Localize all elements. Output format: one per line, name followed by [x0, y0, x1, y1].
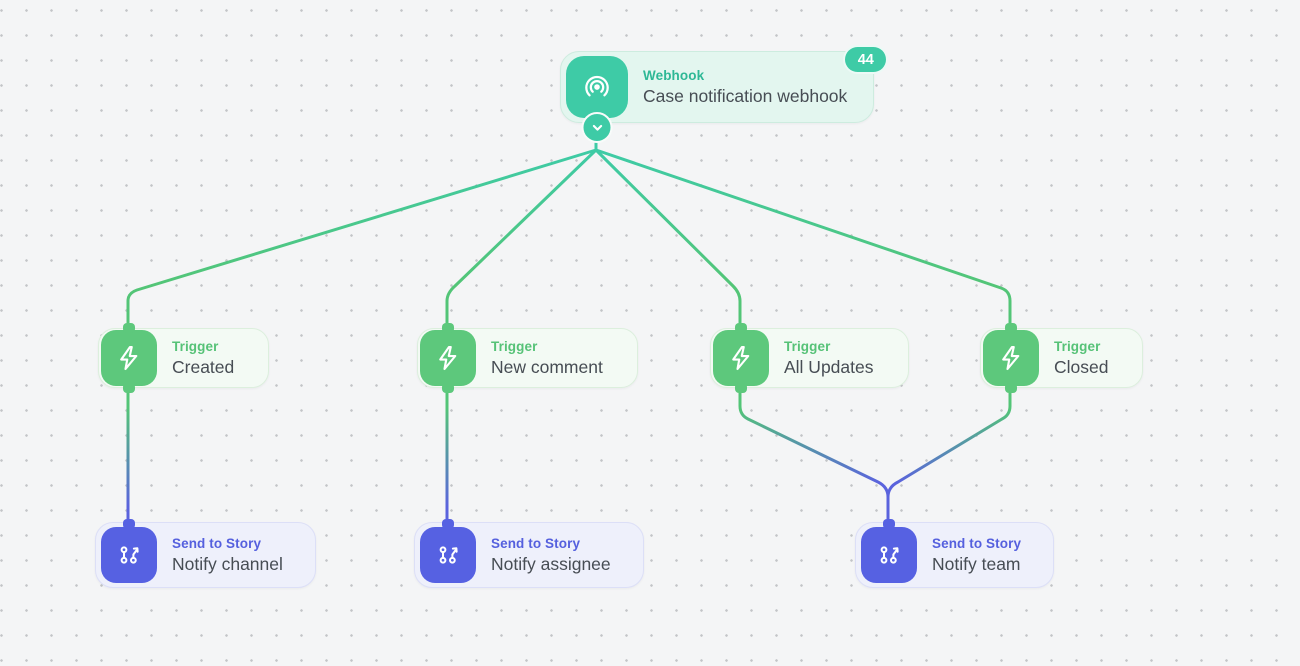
node-title: New comment	[491, 356, 603, 377]
story-branch-icon	[101, 519, 157, 583]
chevron-down-icon[interactable]	[581, 112, 613, 143]
connector-webhook-to-closed	[594, 148, 1012, 336]
story-node-notify-channel[interactable]: Send to Story Notify channel	[95, 519, 316, 588]
story-branch-icon	[420, 519, 476, 583]
node-type-label: Webhook	[643, 67, 705, 83]
node-type-label: Trigger	[172, 338, 219, 354]
connector-nub	[735, 383, 747, 393]
node-type-label: Trigger	[491, 338, 538, 354]
node-title: All Updates	[784, 356, 874, 377]
connector-webhook-to-new-comment	[445, 148, 598, 336]
broadcast-icon	[566, 56, 628, 143]
node-type-label: Send to Story	[172, 535, 262, 551]
story-branch-icon	[861, 519, 917, 583]
connector-nub	[735, 323, 747, 333]
lightning-icon	[713, 323, 769, 393]
connector-closed-to-notify-team	[886, 384, 1012, 532]
lightning-icon	[101, 323, 157, 393]
trigger-node-new-comment[interactable]: Trigger New comment	[417, 323, 638, 393]
node-title: Created	[172, 356, 235, 377]
connector-nub	[883, 519, 895, 529]
node-title: Notify assignee	[491, 553, 611, 574]
node-type-label: Trigger	[1054, 338, 1101, 354]
lightning-icon	[983, 323, 1039, 393]
connector-webhook-to-created	[126, 148, 598, 336]
connector-nub	[442, 383, 454, 393]
node-title: Closed	[1054, 356, 1109, 377]
node-type-label: Trigger	[784, 338, 831, 354]
connector-webhook-to-all-updates	[594, 148, 742, 336]
connector-all-updates-to-notify-team	[738, 384, 890, 532]
connector-nub	[123, 323, 135, 333]
event-count-badge[interactable]: 44	[843, 45, 889, 74]
trigger-node-closed[interactable]: Trigger Closed	[980, 323, 1144, 393]
connector-nub	[123, 383, 135, 393]
connector-nub	[123, 519, 135, 529]
node-type-label: Send to Story	[491, 535, 581, 551]
node-title: Case notification webhook	[643, 85, 848, 106]
story-node-notify-team[interactable]: Send to Story Notify team	[855, 519, 1055, 588]
trigger-node-all-updates[interactable]: Trigger All Updates	[710, 323, 909, 393]
connector-nub	[1005, 383, 1017, 393]
webhook-node[interactable]: Webhook Case notification webhook 44	[560, 45, 889, 143]
lightning-icon	[420, 323, 476, 393]
node-type-label: Send to Story	[932, 535, 1022, 551]
node-title: Notify channel	[172, 553, 283, 574]
node-title: Notify team	[932, 553, 1021, 574]
connector-nub	[1005, 323, 1017, 333]
trigger-node-created[interactable]: Trigger Created	[98, 323, 270, 393]
story-node-notify-assignee[interactable]: Send to Story Notify assignee	[414, 519, 644, 588]
connector-nub	[442, 323, 454, 333]
connector-nub	[442, 519, 454, 529]
